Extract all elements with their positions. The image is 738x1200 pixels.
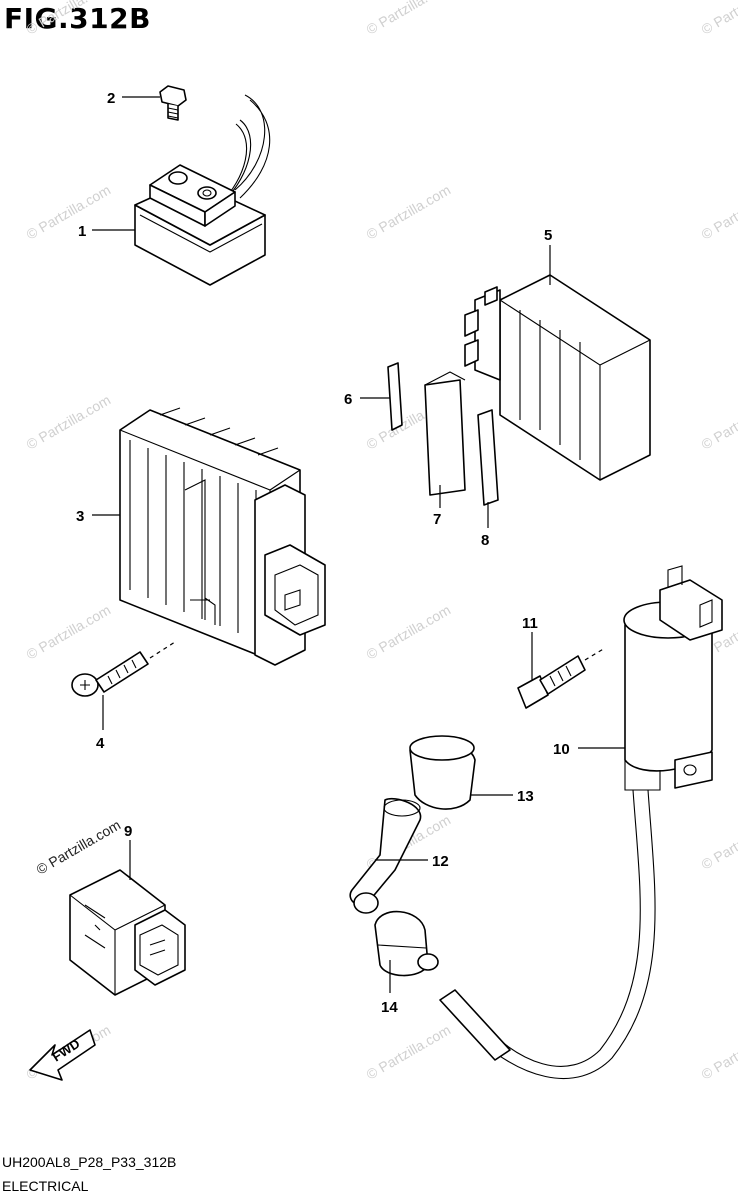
part-8-cushion[interactable] <box>477 409 499 506</box>
part-4-bolt[interactable] <box>71 641 176 697</box>
watermark-text: © Partzilla.com <box>364 0 454 38</box>
watermark-text: © Partzilla.com <box>699 0 738 38</box>
part-6-cushion[interactable] <box>387 362 403 431</box>
callout-13: 13 <box>517 788 534 805</box>
figure-code: UH200AL8_P28_P33_312B <box>2 1154 177 1170</box>
callout-1: 1 <box>78 223 86 240</box>
watermark-text: © Partzilla.com <box>699 812 738 873</box>
callout-7: 7 <box>433 511 441 528</box>
callout-11: 11 <box>522 615 538 632</box>
callout-4: 4 <box>96 735 105 752</box>
part-13-cover[interactable] <box>409 735 476 810</box>
watermark-text: © Partzilla.com <box>24 602 114 663</box>
part-2-screw[interactable] <box>159 85 187 121</box>
figure-title: FIG.312B <box>4 2 151 35</box>
watermark-text: © Partzilla.com <box>364 1022 454 1083</box>
watermark-text: © Partzilla.com <box>699 1022 738 1083</box>
watermark-text: © Partzilla.com <box>699 182 738 243</box>
part-11-bolt[interactable] <box>517 647 606 709</box>
callout-12: 12 <box>432 853 449 870</box>
callout-9: 9 <box>124 823 132 840</box>
callout-layer: 1 2 3 4 5 6 7 8 9 10 11 12 13 <box>76 90 625 1016</box>
fwd-arrow-icon: FWD <box>29 1029 96 1081</box>
watermark-text: © Partzilla.com <box>24 182 114 243</box>
part-9-connector[interactable] <box>69 869 186 996</box>
part-1-relay[interactable] <box>134 94 271 286</box>
callout-5: 5 <box>544 227 552 244</box>
part-5-ecm[interactable] <box>464 274 651 481</box>
callout-2: 2 <box>107 90 115 107</box>
part-7-cushion[interactable] <box>424 371 466 496</box>
watermark-text: © Partzilla.com <box>24 0 114 38</box>
part-12-plug-cap[interactable] <box>349 798 422 914</box>
figure-section: ELECTRICAL <box>2 1178 89 1194</box>
callout-10: 10 <box>553 741 570 758</box>
watermark-text: © Partzilla.com <box>364 602 454 663</box>
part-3-regulator-rectifier[interactable] <box>119 407 326 666</box>
part-14-seal[interactable] <box>374 910 439 977</box>
part-10-ignition-coil[interactable] <box>439 565 723 1080</box>
callout-3: 3 <box>76 508 84 525</box>
callout-14: 14 <box>381 999 398 1016</box>
watermark-text: © Partzilla.com <box>24 392 114 453</box>
callout-8: 8 <box>481 532 489 549</box>
watermark-text-prominent: © Partzilla.com <box>34 817 124 878</box>
callout-6: 6 <box>344 391 352 408</box>
watermark-text: © Partzilla.com <box>364 182 454 243</box>
watermark-text: © Partzilla.com <box>699 392 738 453</box>
